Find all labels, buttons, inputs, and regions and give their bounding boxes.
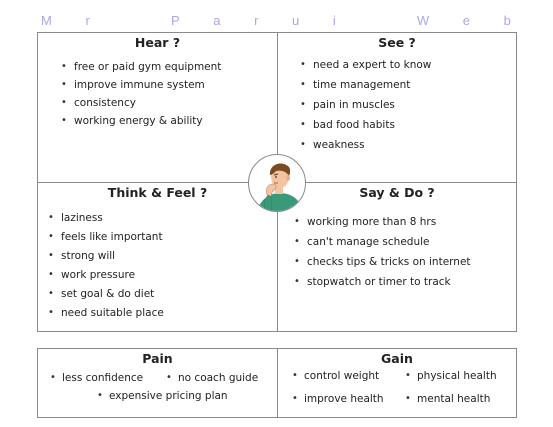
- item-list: free or paid gym equipment improve immun…: [61, 61, 221, 133]
- quadrant-hear: Hear ? free or paid gym equipment improv…: [38, 33, 277, 182]
- list-item: consistency: [61, 97, 221, 115]
- brand-letter: i: [332, 12, 336, 28]
- list-item: can't manage schedule: [294, 236, 471, 256]
- item-list: need a expert to know time management pa…: [300, 59, 431, 159]
- list-item: free or paid gym equipment: [61, 61, 221, 79]
- list-item: working energy & ability: [61, 115, 221, 133]
- brand-letter: r: [254, 12, 259, 28]
- divider: [277, 349, 278, 417]
- pain-gain-panel: Pain less confidence no coach guide expe…: [37, 348, 517, 418]
- brand-letter: a: [213, 12, 221, 28]
- list-item: strong will: [48, 250, 164, 269]
- quadrant-say-do: Say & Do ? working more than 8 hrs can't…: [278, 183, 516, 331]
- list-item: improve immune system: [61, 79, 221, 97]
- item-list: laziness feels like important strong wil…: [48, 212, 164, 326]
- list-item: need suitable place: [48, 307, 164, 326]
- list-item: work pressure: [48, 269, 164, 288]
- brand-watermark: M r P a r u i W e b: [41, 11, 511, 29]
- quadrant-see: See ? need a expert to know time managem…: [278, 33, 516, 182]
- brand-letter: b: [503, 12, 511, 28]
- list-item: checks tips & tricks on internet: [294, 256, 471, 276]
- quadrant-title: Hear ?: [134, 35, 181, 50]
- list-item: laziness: [48, 212, 164, 231]
- brand-letter: M: [41, 12, 52, 28]
- brand-letter: W: [416, 12, 430, 28]
- quadrant-title: Think & Feel ?: [107, 185, 208, 200]
- brand-letter: u: [292, 12, 300, 28]
- list-item: mental health: [405, 393, 490, 405]
- list-item: expensive pricing plan: [97, 390, 228, 402]
- list-item: physical health: [405, 370, 497, 382]
- quadrant-think-feel: Think & Feel ? laziness feels like impor…: [38, 183, 277, 331]
- list-item: weakness: [300, 139, 431, 159]
- list-item: time management: [300, 79, 431, 99]
- brand-letter: P: [170, 12, 180, 28]
- list-item: need a expert to know: [300, 59, 431, 79]
- list-item: no coach guide: [166, 372, 258, 384]
- brand-letter: e: [462, 12, 471, 28]
- list-item: working more than 8 hrs: [294, 216, 471, 236]
- list-item: feels like important: [48, 231, 164, 250]
- quadrant-title: See ?: [378, 35, 416, 50]
- list-item: bad food habits: [300, 119, 431, 139]
- list-item: set goal & do diet: [48, 288, 164, 307]
- list-item: stopwatch or timer to track: [294, 276, 471, 296]
- brand-letter: r: [85, 12, 90, 28]
- thinking-person-icon: [248, 154, 306, 212]
- empathy-map: Hear ? free or paid gym equipment improv…: [37, 32, 517, 332]
- list-item: control weight: [292, 370, 379, 382]
- list-item: pain in muscles: [300, 99, 431, 119]
- item-list: working more than 8 hrs can't manage sch…: [294, 216, 471, 296]
- list-item: less confidence: [50, 372, 143, 384]
- section-title: Pain: [142, 351, 173, 366]
- gain-section: Gain control weight physical health impr…: [278, 349, 516, 417]
- quadrant-title: Say & Do ?: [359, 185, 435, 200]
- pain-section: Pain less confidence no coach guide expe…: [38, 349, 277, 417]
- section-title: Gain: [381, 351, 413, 366]
- list-item: improve health: [292, 393, 384, 405]
